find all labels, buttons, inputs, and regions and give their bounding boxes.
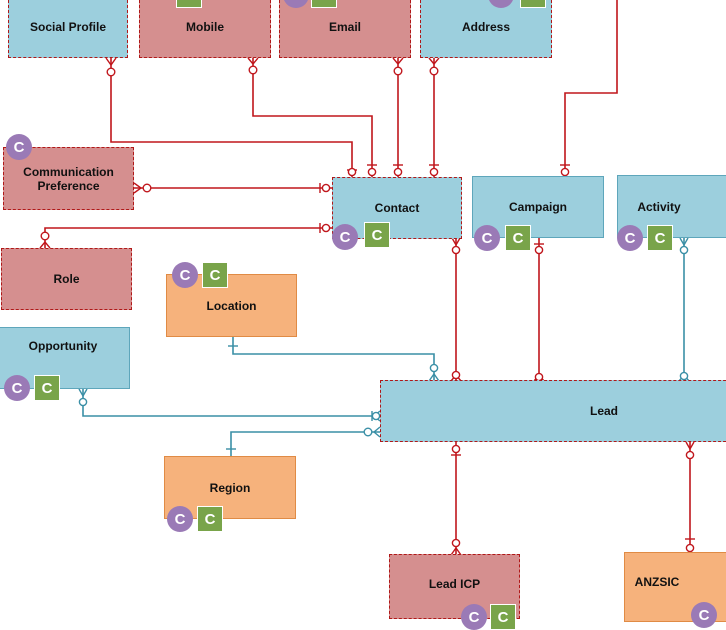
line-mobile-contact xyxy=(252,58,373,178)
entity-label: Activity xyxy=(637,199,681,214)
entity-label: ANZSIC xyxy=(634,575,680,589)
entity-label: Region xyxy=(209,480,251,495)
c-circle-icon: C xyxy=(167,506,193,532)
c-square-icon: C xyxy=(647,225,673,251)
line-role-contact xyxy=(44,227,332,248)
c-circle-icon: C xyxy=(332,224,358,250)
c-square-icon: C xyxy=(197,506,223,532)
c-circle-icon: C xyxy=(4,375,30,401)
line-region-lead xyxy=(230,431,380,457)
line-location-lead xyxy=(232,337,435,381)
entity-label: Lead xyxy=(589,404,618,418)
c-circle-icon: C xyxy=(474,225,500,251)
entity-label: Email xyxy=(328,19,361,34)
c-circle-icon: C xyxy=(461,604,487,630)
c-square-icon: C xyxy=(311,0,337,8)
entity-label: Communication Preference xyxy=(23,164,114,193)
entity-mobile[interactable]: Mobile xyxy=(139,0,271,58)
c-circle-icon: C xyxy=(172,262,198,288)
entity-email[interactable]: Email xyxy=(279,0,411,58)
entity-label: Address xyxy=(461,19,511,34)
entity-label: Opportunity xyxy=(28,339,98,353)
c-square-icon: C xyxy=(34,375,60,401)
entity-label: Social Profile xyxy=(29,19,107,34)
entity-role[interactable]: Role xyxy=(1,248,132,310)
entity-label: Contact xyxy=(374,201,420,215)
line-social-profile-contact xyxy=(110,58,353,178)
entity-label: Role xyxy=(53,272,80,286)
relationship-lines xyxy=(39,0,695,556)
c-square-icon: C xyxy=(202,262,228,288)
c-circle-icon: C xyxy=(6,134,32,160)
entity-address[interactable]: Address xyxy=(420,0,552,58)
entity-lead[interactable]: Lead xyxy=(380,380,726,442)
c-square-icon: C xyxy=(364,222,390,248)
entity-label: Mobile xyxy=(186,19,224,34)
entity-label: Lead ICP xyxy=(428,576,481,591)
line-opportunity-lead xyxy=(82,389,380,417)
c-circle-icon: C xyxy=(488,0,514,8)
c-square-icon: C xyxy=(520,0,546,8)
c-circle-icon: C xyxy=(283,0,309,8)
c-circle-icon: C xyxy=(617,225,643,251)
c-square-icon: C xyxy=(490,604,516,630)
c-square-icon: C xyxy=(505,225,531,251)
entity-social-profile[interactable]: Social Profile xyxy=(8,0,128,58)
line-top-campaign xyxy=(564,0,618,177)
entity-label: Campaign xyxy=(508,200,567,214)
c-circle-icon: C xyxy=(691,602,717,628)
c-square-icon: C xyxy=(176,0,202,8)
entity-label: Location xyxy=(206,298,257,313)
